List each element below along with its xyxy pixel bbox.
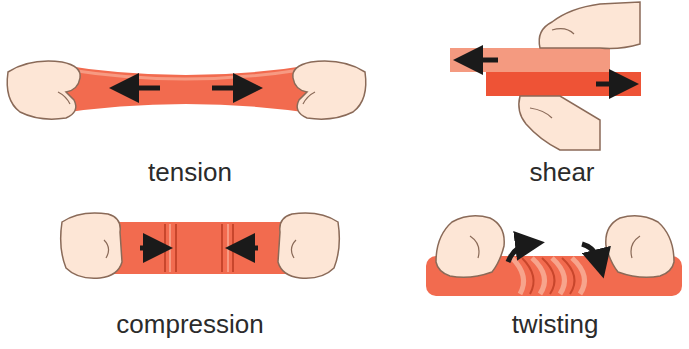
force-label: shear (529, 158, 594, 187)
shear-figure (450, 2, 641, 150)
force-label: twisting (512, 310, 599, 339)
force-label: compression (116, 310, 263, 339)
tension-figure (7, 61, 366, 119)
twisting-figure (426, 216, 682, 296)
force-label: tension (148, 158, 232, 187)
compression-figure (61, 213, 340, 278)
